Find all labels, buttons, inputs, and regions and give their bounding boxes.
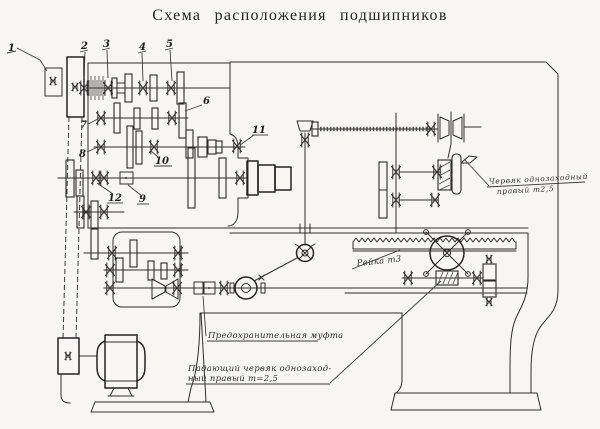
svg-text:10: 10: [155, 156, 169, 167]
machine-outline: [60, 61, 559, 413]
svg-text:правый m2,5: правый m2,5: [497, 184, 555, 196]
headstock-shaft-2: [96, 102, 189, 139]
callout-6: 6: [184, 96, 210, 112]
feed-rod: [103, 257, 528, 300]
svg-text:9: 9: [139, 194, 146, 205]
diagram-title: Схема расположения подшипников: [152, 7, 447, 24]
callout-1: 1: [6, 43, 48, 72]
annotation-drop-worm: Падающий червяк однозаход- ный правый m=…: [186, 280, 442, 385]
callout-12: 12: [96, 182, 123, 204]
callout-10: 10: [150, 150, 172, 167]
headstock-shaft-3: [93, 125, 246, 169]
svg-text:1: 1: [8, 43, 15, 54]
right-worm-mechanism: [378, 112, 478, 234]
change-gear-train: [73, 169, 125, 260]
callout-9: 9: [127, 184, 149, 205]
callout-4: 4: [137, 42, 147, 82]
svg-text:7: 7: [80, 120, 87, 131]
callouts: 1 2 3 4 5 6 7: [6, 39, 268, 205]
callout-8: 8: [79, 146, 99, 160]
svg-text:5: 5: [166, 39, 173, 50]
callout-11: 11: [239, 125, 268, 146]
svg-text:2: 2: [80, 41, 88, 52]
svg-text:12: 12: [108, 193, 122, 204]
annotation-rack: Рейка m3: [351, 249, 402, 270]
spindle: [57, 147, 292, 209]
belt-drive: [44, 56, 98, 375]
svg-text:ный правый m=2,5: ный правый m=2,5: [188, 374, 278, 384]
rack-pinion-shaft: [294, 120, 316, 263]
svg-text:6: 6: [203, 96, 210, 107]
callout-2: 2: [79, 41, 89, 80]
svg-text:Предохранительная муфта: Предохранительная муфта: [207, 331, 344, 341]
svg-text:Рейка m3: Рейка m3: [355, 254, 402, 269]
svg-text:3: 3: [103, 39, 110, 50]
gear-rack: [352, 237, 517, 252]
feed-gearbox: [83, 231, 189, 308]
callout-5: 5: [164, 39, 174, 82]
cross-slide-screw: [309, 111, 482, 159]
apron-handwheel: [423, 229, 471, 277]
worm-gear-housing: [229, 276, 266, 300]
annotation-worm-right: Червяк однозаходный правый m2,5: [463, 158, 588, 196]
headstock-shaft-1: [79, 71, 231, 105]
drop-worm-shaft: [401, 254, 497, 307]
svg-text:11: 11: [252, 125, 266, 136]
callout-7: 7: [80, 118, 99, 131]
svg-text:Падающий червяк однозаход-: Падающий червяк однозаход-: [187, 364, 332, 374]
bevel-gear-box: [437, 111, 465, 145]
callout-3: 3: [101, 39, 111, 79]
svg-text:8: 8: [79, 149, 86, 160]
electric-motor: [96, 334, 146, 397]
svg-text:4: 4: [139, 42, 146, 53]
safety-clutch: [193, 281, 216, 295]
annotation-safety-clutch: Предохранительная муфта: [202, 295, 344, 342]
